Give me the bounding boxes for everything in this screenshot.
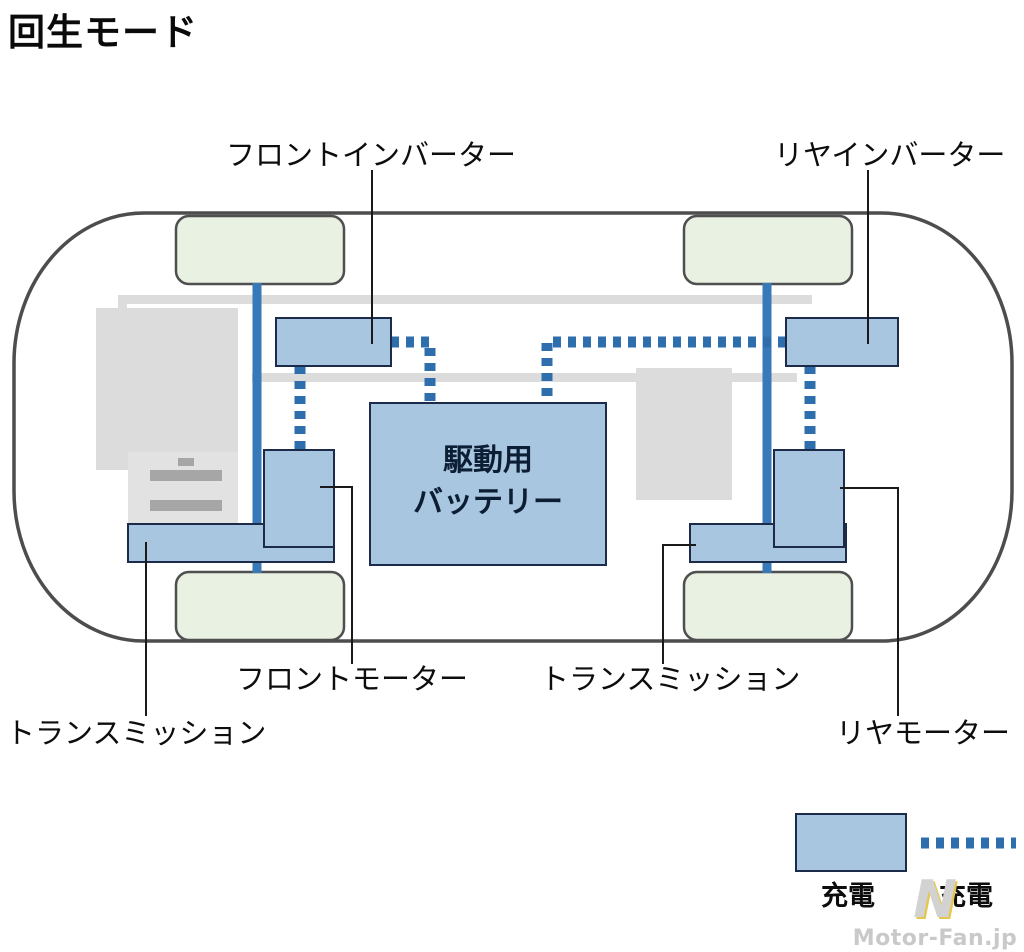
wheels	[174, 214, 854, 642]
connector-rear-transmission	[662, 544, 696, 664]
connector-rear-motor	[840, 487, 899, 716]
legend-charge-box-label: 充電	[821, 881, 875, 912]
label-connectors	[145, 170, 899, 716]
legend	[795, 813, 1016, 872]
engine-block-shape	[96, 308, 238, 470]
wheel-rear-left	[682, 214, 854, 286]
legend-charge-line-label: 充電	[939, 881, 993, 912]
flow-front-inverter-to-battery	[391, 336, 436, 401]
rear-transmission-label: トランスミッション	[540, 662, 801, 696]
component-boxes	[127, 317, 899, 566]
engine-detail-nub	[178, 458, 194, 466]
gray-pipe-top	[118, 295, 812, 304]
page-title: 回生モード	[8, 11, 198, 54]
engine-detail-bar-2	[150, 500, 222, 511]
front-motor-label: フロントモーター	[236, 662, 469, 696]
front-transmission-label: トランスミッション	[6, 716, 267, 750]
front-inverter-label: フロントインバーター	[226, 138, 517, 172]
wheel-rear-right	[682, 570, 854, 642]
front-inverter-box	[275, 317, 392, 367]
wheel-front-left	[174, 214, 346, 286]
rear-motor-label: リヤモーター	[836, 716, 1011, 750]
wheel-front-right	[174, 570, 346, 642]
connector-front-motor	[320, 486, 353, 664]
battery-label-line2: バッテリー	[413, 485, 563, 520]
rear-motor-box	[773, 449, 845, 548]
battery-box	[369, 402, 607, 566]
rear-inverter-box	[785, 317, 899, 367]
front-motor-box	[263, 449, 335, 548]
gray-pipe-mid	[252, 373, 797, 382]
battery-label-line1: 駆動用	[443, 443, 533, 478]
watermark-text: Motor-Fan.jp	[852, 926, 1018, 951]
engine-detail-bar-1	[150, 470, 222, 481]
rear-inverter-label: リヤインバーター	[774, 138, 1006, 172]
battery-label: 駆動用 バッテリー	[370, 440, 606, 524]
watermark: N Motor-Fan.jp	[850, 874, 1020, 950]
fuel-tank-shape	[636, 368, 732, 500]
flow-rear-inverter-to-battery	[541, 336, 786, 401]
watermark-logo: N	[913, 870, 957, 930]
faded-components	[96, 295, 812, 524]
legend-charge-box-swatch	[795, 813, 907, 872]
charge-flow-lines	[294, 336, 816, 452]
